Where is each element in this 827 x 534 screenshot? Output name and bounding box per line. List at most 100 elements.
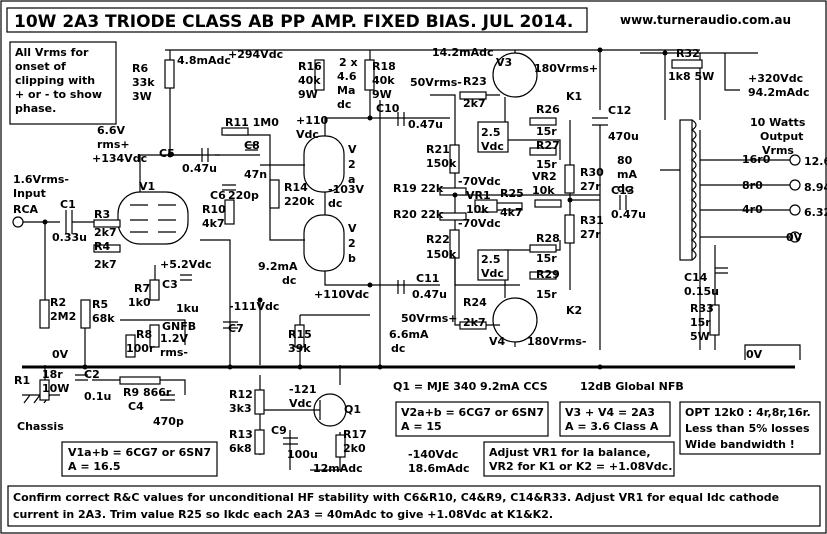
- label-c3v: 1ku: [176, 302, 199, 315]
- label-r27v: 15r: [536, 158, 557, 171]
- label-v294: +294Vdc: [228, 48, 283, 61]
- v2-note-box: [395, 401, 549, 437]
- label-o0v: 0V: [786, 231, 803, 244]
- label-r21v: 150k: [426, 157, 457, 170]
- label-m80: 80: [617, 154, 633, 167]
- label-r29v: 15r: [536, 288, 557, 301]
- out-16r-terminal: [789, 154, 801, 166]
- label-v180b: 180Vrms-: [527, 335, 586, 348]
- label-c8: C8: [244, 139, 260, 152]
- label-r2: R2: [50, 296, 66, 309]
- label-r5: R5: [92, 298, 108, 311]
- v1-tube: [117, 191, 189, 245]
- label-r20: R20 22k: [393, 208, 444, 221]
- label-inp: Input: [13, 187, 46, 200]
- label-c6: C6: [210, 189, 226, 202]
- opt-note-line: OPT 12k0 : 4r,8r,16r.: [685, 406, 811, 419]
- label-k1: K1: [566, 90, 582, 103]
- label-r25v: 4k7: [500, 206, 523, 219]
- label-v25b: 2.5: [481, 253, 501, 266]
- label-i186: 18.6mAdc: [408, 462, 470, 475]
- label-r8: R8: [136, 328, 152, 341]
- label-r6w: 3W: [132, 90, 152, 103]
- label-v180a: 180Vrms+: [534, 62, 598, 75]
- notes: All Vrms for onset of clipping with + or…: [13, 46, 811, 521]
- label-v2a1: V: [348, 143, 357, 156]
- label-v50a: 50Vrms-: [410, 76, 462, 89]
- label-v1in: 1.6Vrms-: [13, 173, 69, 186]
- label-r19: R19 22k: [393, 182, 444, 195]
- label-v2b2: 2: [348, 237, 356, 250]
- label-mma: mA: [617, 168, 637, 181]
- label-c5v: 0.47u: [182, 162, 217, 175]
- label-r33w: 5W: [690, 330, 710, 343]
- label-r27: R27: [536, 139, 560, 152]
- label-r33: R33: [690, 302, 714, 315]
- v34-note-box: [559, 401, 671, 437]
- label-r32v: 1k8 5W: [668, 70, 714, 83]
- website-url: www.turneraudio.com.au: [620, 13, 791, 27]
- label-c8v: 47n: [244, 168, 267, 181]
- label-ov1: 0V: [52, 348, 69, 361]
- label-vrmsm: rms-: [160, 346, 188, 359]
- bottom-note-line: current in 2A3. Trim value R25 so Ikdc e…: [13, 508, 553, 521]
- label-r23: R23: [463, 75, 487, 88]
- label-vdcd: Vdc: [481, 267, 504, 280]
- label-r17: R17: [343, 428, 367, 441]
- label-o4: 4r0: [742, 203, 763, 216]
- v34-note-line: V3 + V4 = 2A3: [565, 406, 655, 419]
- label-vr1: VR1: [466, 189, 491, 202]
- label-r15v: 39k: [288, 342, 311, 355]
- label-xdc: dc: [337, 98, 351, 111]
- label-c12v: 470u: [608, 130, 639, 143]
- label-vdcb: Vdc: [296, 128, 319, 141]
- label-c2: C2: [84, 368, 100, 381]
- label-r30v: 27r: [580, 180, 601, 193]
- label-v2a2: 2: [348, 158, 356, 171]
- label-r17v: 2k0: [343, 442, 366, 455]
- label-k2: K2: [566, 304, 582, 317]
- label-r28: R28: [536, 232, 560, 245]
- label-r10v: 4k7: [202, 217, 225, 230]
- label-r33v: 15r: [690, 316, 711, 329]
- label-i92: 9.2mA: [258, 260, 298, 273]
- label-o1265: 12.65: [804, 155, 827, 168]
- clip-note-line: + or - to show: [15, 88, 102, 101]
- label-r31: R31: [580, 214, 604, 227]
- label-r16: R16: [298, 60, 322, 73]
- label-r15: R15: [288, 328, 312, 341]
- label-v70a: -70Vdc: [458, 175, 501, 188]
- label-r18w: 9W: [372, 88, 392, 101]
- label-r1: R1: [14, 374, 30, 387]
- label-r12: R12: [229, 388, 253, 401]
- label-c7: C7: [228, 322, 244, 335]
- label-idc: dc: [282, 274, 296, 287]
- title: 10W 2A3 TRIODE CLASS AB PP AMP. FIXED BI…: [14, 12, 573, 32]
- label-i48: 4.8mAdc: [177, 54, 231, 67]
- label-c1: C1: [60, 198, 76, 211]
- label-r2v: 2M2: [50, 310, 76, 323]
- out-0v-terminal: [789, 231, 801, 243]
- component-bodies: [39, 59, 728, 458]
- label-v4: V4: [489, 335, 506, 348]
- label-c11: C11: [416, 272, 439, 285]
- v3-bias-box: [477, 121, 509, 153]
- opt-note-box: [679, 401, 821, 455]
- label-v12: 1.2V: [160, 332, 188, 345]
- label-r12v: 3k3: [229, 402, 252, 415]
- label-v134: +134Vdc: [92, 152, 147, 165]
- bottom-note-line: Confirm correct R&C values for unconditi…: [13, 491, 779, 504]
- label-ov2: 0V: [746, 348, 763, 361]
- label-r16w: 9W: [298, 88, 318, 101]
- label-v2b1: V: [348, 222, 357, 235]
- label-r18v: 40k: [372, 74, 395, 87]
- label-v2b3: b: [348, 252, 356, 265]
- label-v1: V1: [139, 180, 155, 193]
- label-v52: +5.2Vdc: [160, 258, 212, 271]
- label-o16: 16r0: [742, 153, 771, 166]
- v1-note-line: A = 16.5: [68, 460, 121, 473]
- label-xma: Ma: [337, 84, 355, 97]
- label-v50b: 50Vrms+: [401, 312, 457, 325]
